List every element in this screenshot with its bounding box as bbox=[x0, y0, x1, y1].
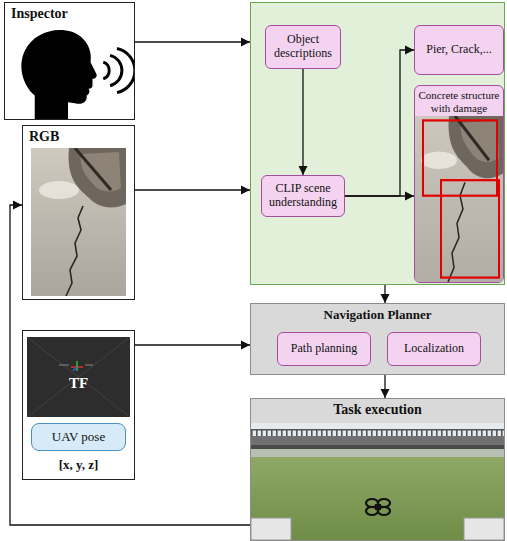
process-box: CLIP scene understanding bbox=[261, 175, 345, 217]
illustration-part bbox=[415, 116, 503, 282]
illustration-part bbox=[31, 148, 126, 296]
tf-box-label: [x, y, z] bbox=[23, 458, 134, 473]
illustration-part bbox=[449, 116, 503, 178]
planner-panel: Navigation PlannerPath planning Localizat… bbox=[250, 303, 505, 375]
inspector-box: Inspector bbox=[4, 2, 135, 120]
process-box: Path planning bbox=[277, 332, 371, 366]
illustration-part bbox=[421, 151, 457, 169]
result-image-box-label: Concrete structure with damage bbox=[418, 89, 500, 114]
illustration-part bbox=[461, 120, 499, 161]
result-box: Pier, Crack,... bbox=[414, 25, 504, 75]
process-box: Localization bbox=[387, 332, 481, 366]
illustration-part bbox=[251, 430, 504, 436]
flow-arrow bbox=[135, 41, 250, 42]
illustration-part bbox=[251, 518, 291, 540]
pose-box-label: UAV pose bbox=[52, 429, 105, 445]
illustration-part bbox=[66, 206, 83, 296]
rgb-box-label: RGB bbox=[23, 126, 134, 148]
illustration-part bbox=[75, 148, 111, 190]
illustration-part bbox=[73, 367, 77, 371]
illustration-part bbox=[85, 365, 93, 366]
flow-arrow bbox=[135, 344, 250, 345]
inspector-box-label: Inspector bbox=[5, 3, 134, 25]
illustration-part bbox=[69, 148, 126, 208]
illustration-part bbox=[423, 120, 497, 195]
result-box-label: Pier, Crack,... bbox=[426, 43, 492, 57]
flow-arrow bbox=[384, 285, 385, 303]
illustration-part bbox=[251, 445, 504, 449]
illustration-part bbox=[81, 152, 121, 191]
rgb-photo bbox=[31, 148, 126, 296]
execution-panel: Task execution bbox=[250, 398, 505, 541]
flow-arrow bbox=[135, 189, 250, 190]
tf-box: TF [x, y, z] UAV pose bbox=[22, 330, 135, 480]
illustration-part bbox=[251, 436, 504, 445]
simulation-scene bbox=[251, 423, 504, 540]
illustration-part bbox=[103, 62, 109, 79]
illustration-part bbox=[117, 49, 134, 93]
illustration-part bbox=[251, 457, 504, 540]
speaker-head-icon bbox=[5, 25, 134, 119]
illustration-part bbox=[441, 180, 499, 277]
illustration-part bbox=[366, 499, 390, 515]
planner-panel-label: Navigation Planner bbox=[251, 304, 504, 323]
execution-panel-label: Task execution bbox=[251, 399, 504, 421]
illustration-part bbox=[59, 365, 69, 366]
process-box-label: Path planning bbox=[291, 342, 357, 356]
illustration-part bbox=[448, 182, 465, 282]
illustration-part bbox=[39, 181, 79, 199]
illustration-part bbox=[76, 361, 78, 371]
process-box: Object descriptions bbox=[265, 25, 341, 69]
illustration-part bbox=[110, 55, 122, 85]
flow-arrow bbox=[384, 375, 385, 398]
illustration-part bbox=[375, 504, 381, 510]
illustration-part bbox=[21, 30, 96, 119]
result-image-box: Concrete structure with damage bbox=[414, 85, 504, 283]
illustration-part bbox=[251, 423, 504, 457]
process-box-label: CLIP scene understanding bbox=[266, 182, 340, 210]
process-box-label: Object descriptions bbox=[270, 33, 336, 61]
rgb-box: RGB bbox=[22, 125, 135, 300]
scene-panel: Object descriptionsCLIP scene understand… bbox=[250, 2, 505, 285]
damage-photo bbox=[415, 116, 503, 282]
process-box-label: Localization bbox=[404, 342, 464, 356]
tf-box-label: TF bbox=[23, 375, 134, 392]
pose-box: UAV pose bbox=[31, 423, 126, 451]
illustration-part bbox=[455, 116, 489, 160]
illustration-part bbox=[464, 518, 504, 540]
